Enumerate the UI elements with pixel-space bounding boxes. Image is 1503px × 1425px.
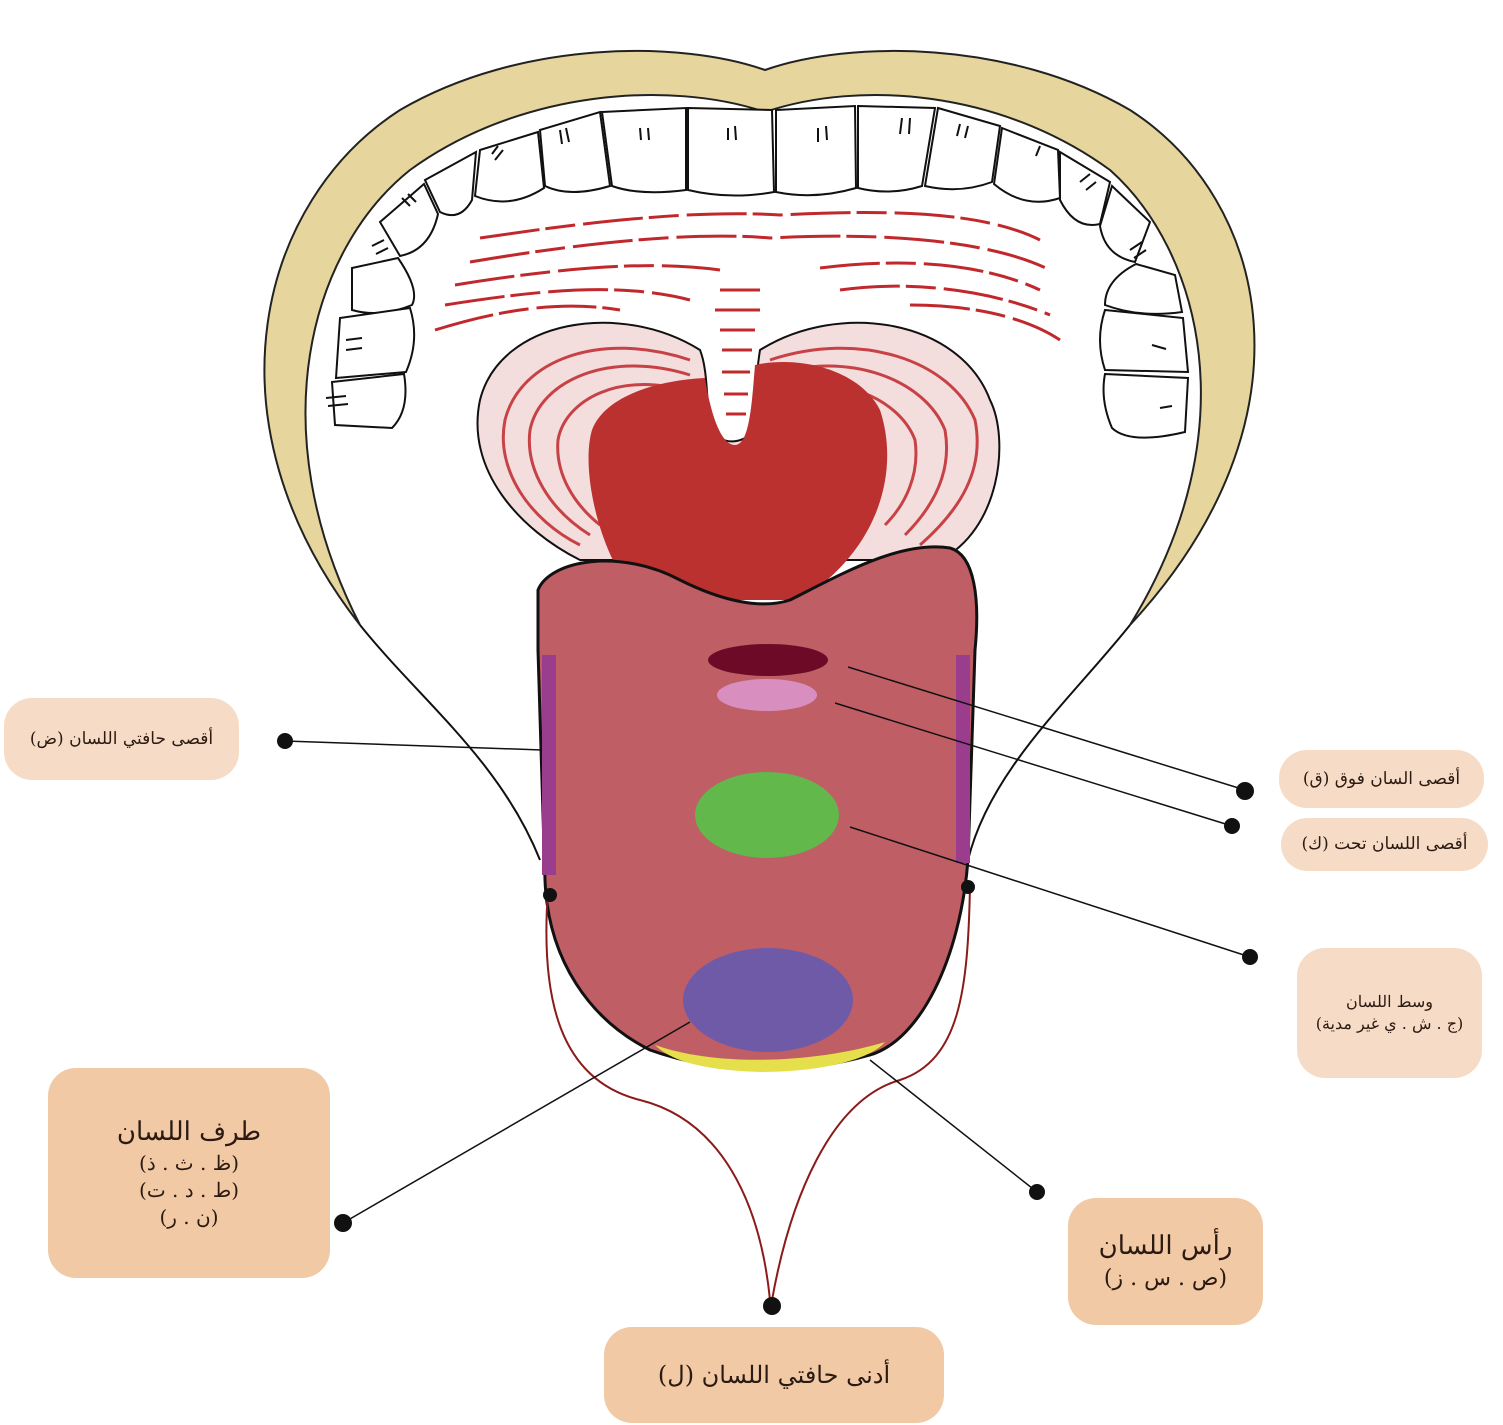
label-lower-edges: أدنى حافتي اللسان (ل) bbox=[604, 1327, 944, 1423]
label-tip-head: رأس اللسان (ص . س . ز) bbox=[1068, 1198, 1263, 1325]
dot-back-upper bbox=[1236, 782, 1254, 800]
dot-lower-edges bbox=[763, 1297, 781, 1315]
left-edge-strip bbox=[542, 655, 556, 875]
lower-edge-dot-right bbox=[961, 880, 975, 894]
dot-back-lower bbox=[1224, 818, 1240, 834]
dot-middle bbox=[1242, 949, 1258, 965]
dot-far-edges bbox=[277, 733, 293, 749]
dot-tip-head bbox=[1029, 1184, 1045, 1200]
right-edge-strip bbox=[956, 655, 970, 863]
label-far-edges: أقصى حافتي اللسان (ض) bbox=[4, 698, 239, 780]
label-tip-side-line-4: (ن . ر) bbox=[159, 1204, 218, 1231]
back-lower-spot bbox=[717, 679, 817, 711]
tip-spot bbox=[683, 948, 853, 1052]
label-tip-head-line-1: رأس اللسان bbox=[1099, 1229, 1233, 1264]
label-far-edges-line-1: أقصى حافتي اللسان (ض) bbox=[30, 728, 213, 751]
face-outline-right bbox=[968, 625, 1130, 860]
label-tip-side-line-2: (ظ . ث . ذ) bbox=[139, 1150, 239, 1177]
middle-spot bbox=[695, 772, 839, 858]
label-middle: وسط اللسان (ج . ش . ي غير مدية) bbox=[1297, 948, 1482, 1078]
label-back-lower-line-1: أقصى اللسان تحت (ك) bbox=[1302, 833, 1468, 856]
back-upper-spot bbox=[708, 644, 828, 676]
label-tip-head-line-2: (ص . س . ز) bbox=[1104, 1264, 1227, 1294]
label-back-lower: أقصى اللسان تحت (ك) bbox=[1281, 818, 1488, 871]
dot-tip-side bbox=[334, 1214, 352, 1232]
label-back-upper-line-1: أقصى السان فوق (ق) bbox=[1303, 768, 1460, 791]
face-outline-left bbox=[360, 625, 540, 860]
label-back-upper: أقصى السان فوق (ق) bbox=[1279, 750, 1484, 808]
label-tip-side: طرف اللسان (ظ . ث . ذ) (ط . د . ت) (ن . … bbox=[48, 1068, 330, 1278]
label-tip-side-line-1: طرف اللسان bbox=[117, 1115, 261, 1150]
label-tip-side-line-3: (ط . د . ت) bbox=[139, 1177, 239, 1204]
label-lower-edges-line-1: أدنى حافتي اللسان (ل) bbox=[658, 1359, 890, 1391]
lower-edge-dot-left bbox=[543, 888, 557, 902]
label-middle-line-2: (ج . ش . ي غير مدية) bbox=[1316, 1013, 1464, 1035]
label-middle-line-1: وسط اللسان bbox=[1346, 991, 1433, 1013]
